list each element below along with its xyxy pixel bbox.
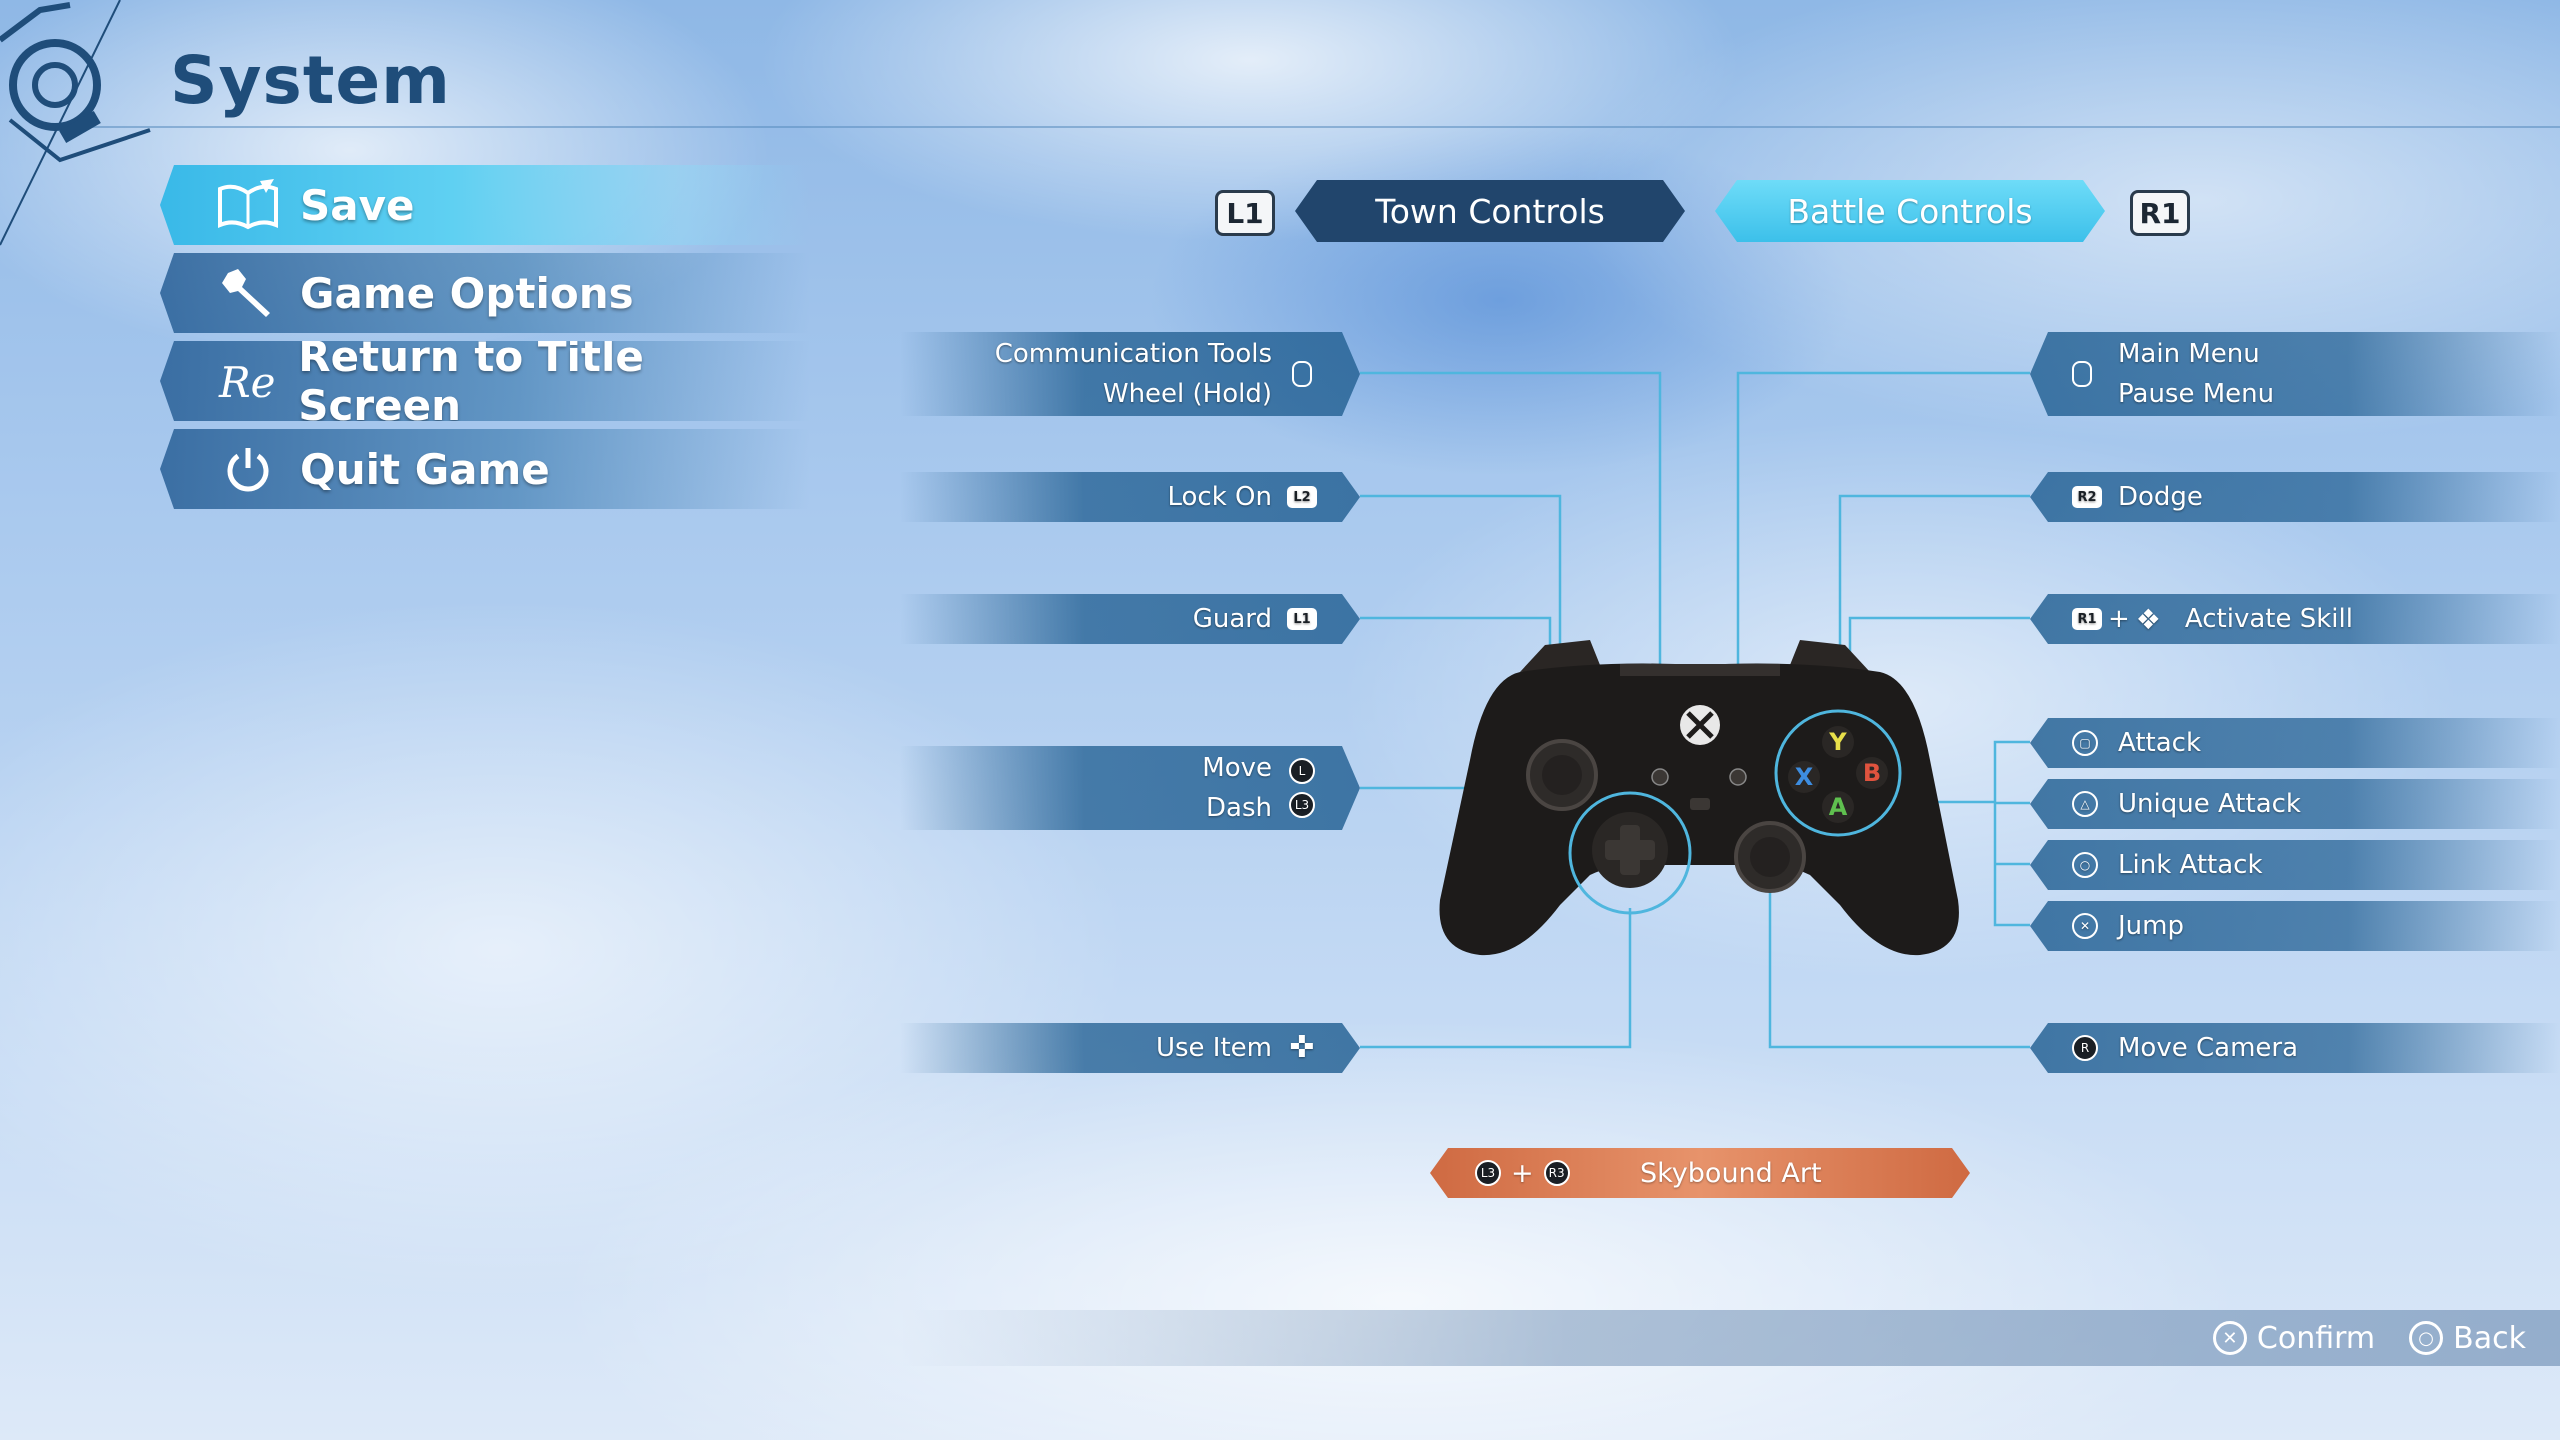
mapping-main-menu: Main Menu Pause Menu: [2030, 332, 2560, 416]
mapping-text: Pause Menu: [2118, 374, 2274, 414]
face-buttons-icon: ❖: [2136, 603, 2161, 636]
mapping-text: Jump: [2118, 911, 2184, 941]
circle-icon: ○: [2072, 852, 2098, 878]
mapping-text: Activate Skill: [2185, 604, 2353, 634]
mapping-text: Move: [1202, 748, 1272, 788]
back-hint[interactable]: ○ Back: [2409, 1321, 2526, 1356]
mapping-unique-attack: △ Unique Attack: [2030, 779, 2560, 829]
mapping-activate-skill: R1 + ❖ Activate Skill: [2030, 594, 2560, 644]
mapping-text: Skybound Art: [1640, 1158, 1822, 1189]
left-stick-icon: L: [1289, 758, 1315, 784]
mapping-link-attack: ○ Link Attack: [2030, 840, 2560, 890]
face-button-y: Y: [1828, 728, 1847, 756]
mapping-move-camera: R Move Camera: [2030, 1023, 2560, 1073]
plus-sign: +: [1511, 1158, 1534, 1189]
mapping-text: Move Camera: [2118, 1033, 2298, 1063]
dpad-icon: ✜: [1289, 1035, 1314, 1061]
cross-icon: ✕: [2072, 913, 2098, 939]
mapping-use-item: Use Item ✜: [900, 1023, 1360, 1073]
mapping-jump: ✕ Jump: [2030, 901, 2560, 951]
back-label: Back: [2453, 1321, 2526, 1356]
face-button-b: B: [1863, 759, 1881, 787]
mapping-text: Lock On: [1168, 482, 1273, 512]
r1-button-icon: R1: [2072, 608, 2102, 630]
l3-button-icon: L3: [1475, 1160, 1501, 1186]
mapping-dodge: R2 Dodge: [2030, 472, 2560, 522]
square-icon: ▢: [2072, 730, 2098, 756]
circle-icon: ○: [2409, 1321, 2443, 1355]
l3-button-icon: L3: [1289, 792, 1315, 818]
mapping-attack: ▢ Attack: [2030, 718, 2560, 768]
mapping-communication: Communication Tools Wheel (Hold): [900, 332, 1360, 416]
xbox-controller: [1440, 640, 1959, 955]
mapping-skybound-art: L3 + R3 Skybound Art: [1430, 1148, 1970, 1198]
mapping-text: Communication Tools: [995, 334, 1272, 374]
mapping-text: Attack: [2118, 728, 2201, 758]
confirm-hint[interactable]: ✕ Confirm: [2213, 1321, 2375, 1356]
l2-button-icon: L2: [1287, 486, 1317, 508]
footer-hints: ✕ Confirm ○ Back: [900, 1310, 2560, 1366]
mapping-guard: Guard L1: [900, 594, 1360, 644]
mapping-text: Main Menu: [2118, 334, 2274, 374]
r2-button-icon: R2: [2072, 486, 2102, 508]
right-stick-icon: R: [2072, 1035, 2098, 1061]
cross-icon: ✕: [2213, 1321, 2247, 1355]
mapping-text: Wheel (Hold): [995, 374, 1272, 414]
mapping-text: Unique Attack: [2118, 789, 2301, 819]
mapping-text: Link Attack: [2118, 850, 2263, 880]
mapping-text: Use Item: [1156, 1033, 1272, 1063]
view-button-icon: [1292, 361, 1312, 387]
menu-button-icon: [2072, 361, 2092, 387]
r3-button-icon: R3: [1544, 1160, 1570, 1186]
triangle-icon: △: [2072, 791, 2098, 817]
mapping-text: Dodge: [2118, 482, 2203, 512]
mapping-move-dash: Move Dash L L3: [900, 746, 1360, 830]
mapping-text: Dash: [1202, 788, 1272, 828]
mapping-lock-on: Lock On L2: [900, 472, 1360, 522]
plus-sign: +: [2108, 604, 2130, 634]
face-button-a: A: [1829, 793, 1848, 821]
mapping-text: Guard: [1193, 604, 1272, 634]
face-button-x: X: [1795, 763, 1814, 791]
confirm-label: Confirm: [2257, 1321, 2375, 1356]
l1-button-icon: L1: [1287, 608, 1317, 630]
